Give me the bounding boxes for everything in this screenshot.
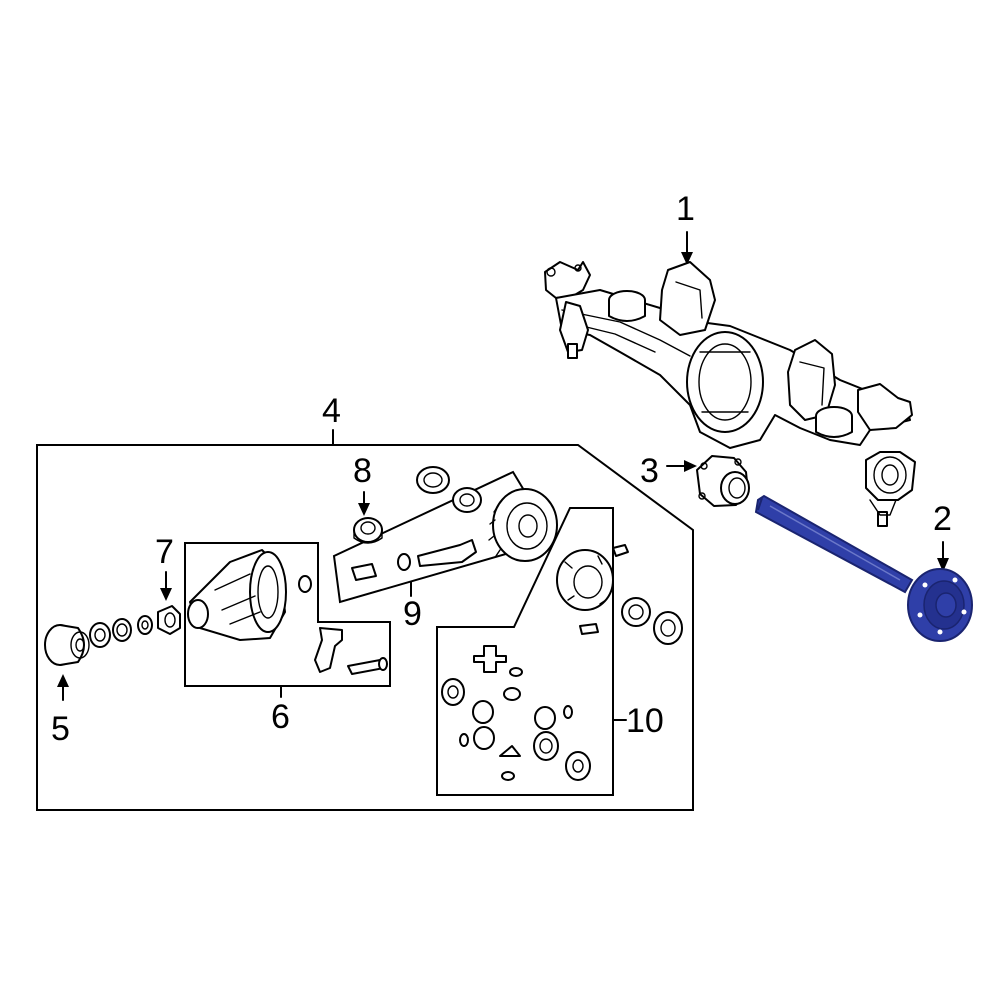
ring-gear-bearings[interactable] (416, 466, 482, 513)
differential-frame-10 (436, 507, 614, 796)
bearing-retainer[interactable] (696, 455, 750, 507)
carrier-assembly-frame-4 (36, 444, 694, 811)
differential-internal-gears[interactable] (441, 645, 591, 781)
differential-case[interactable] (187, 549, 388, 675)
callout-10-label[interactable]: 10 (626, 702, 664, 740)
leader-arrow-3 (666, 460, 697, 472)
companion-flange[interactable] (44, 624, 90, 666)
callout-7-label[interactable]: 7 (155, 533, 174, 571)
leader-arrow-8 (358, 491, 370, 516)
axle-housing[interactable] (544, 261, 916, 527)
differential-carrier-assembly[interactable] (556, 544, 629, 635)
callout-1-label[interactable]: 1 (676, 190, 695, 228)
callout-6-label[interactable]: 6 (271, 698, 290, 736)
leader-arrow-2 (937, 541, 949, 572)
axle-shaft-highlighted[interactable] (754, 494, 973, 642)
leader-arrow-7 (160, 571, 172, 601)
leader-arrow-5 (57, 674, 69, 701)
callout-5-label[interactable]: 5 (51, 710, 70, 748)
callout-4-label[interactable]: 4 (322, 392, 341, 430)
case-subassembly-frame-6 (184, 542, 391, 687)
pinion-seal-washers[interactable] (89, 615, 153, 648)
ring-and-pinion-gear[interactable] (351, 488, 558, 581)
callout-3-label[interactable]: 3 (640, 452, 659, 490)
callout-8-label[interactable]: 8 (353, 452, 372, 490)
pinion-bearing[interactable] (353, 517, 383, 544)
leader-arrow-1 (681, 231, 693, 265)
side-bearings-right[interactable] (621, 597, 683, 645)
pinion-nut[interactable] (157, 605, 181, 635)
callout-2-label[interactable]: 2 (933, 500, 952, 538)
callout-9-label[interactable]: 9 (403, 595, 422, 633)
